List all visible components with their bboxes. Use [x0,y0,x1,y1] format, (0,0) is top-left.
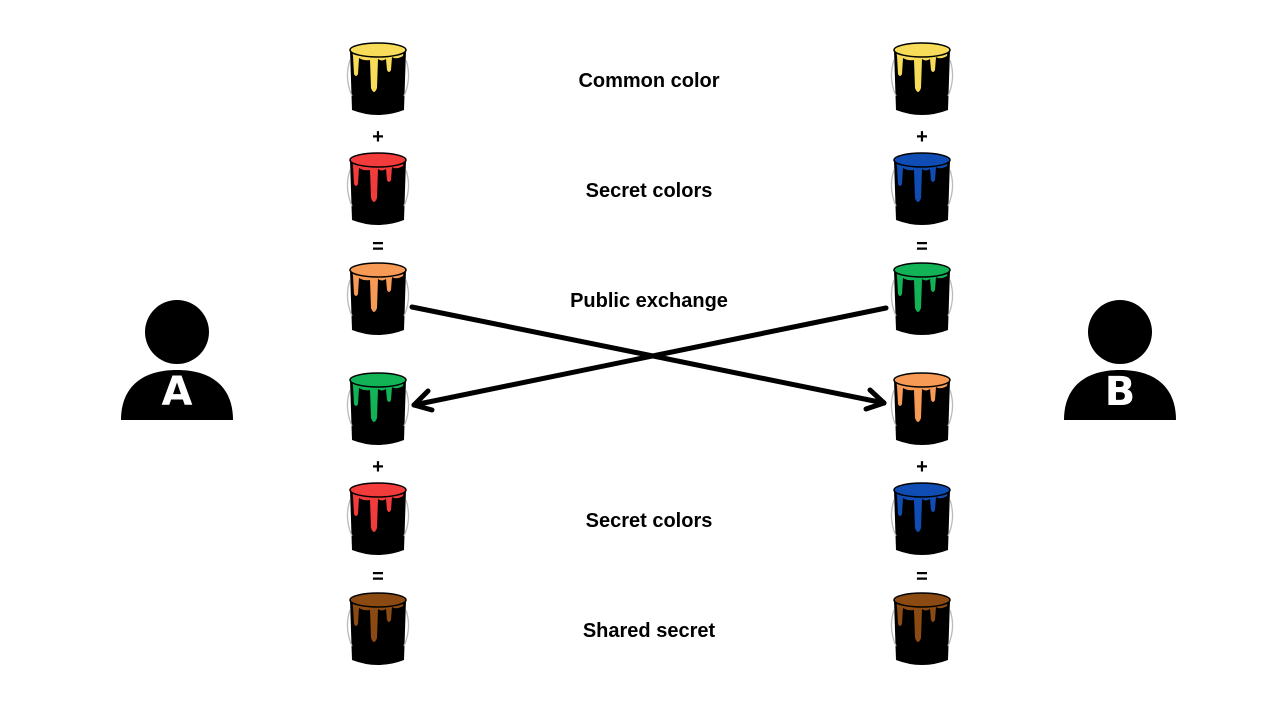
operator-a-equals-1: = [372,236,384,258]
operator-a-equals-2: = [372,566,384,588]
operator-b-plus-2: + [916,456,928,478]
bucket-b-1-icon [890,40,954,118]
bucket-a-4-icon [346,370,410,448]
label-public-exchange: Public exchange [570,290,728,312]
person-a-icon [121,300,233,420]
operator-b-plus-1: + [916,126,928,148]
bucket-b-2-icon [890,150,954,228]
operator-b-equals-1: = [916,236,928,258]
bucket-a-3-icon [346,260,410,338]
bucket-b-3-icon [890,260,954,338]
bucket-a-5-icon [346,480,410,558]
person-b-label: B [1104,369,1136,415]
label-secret-colors-2: Secret colors [585,510,713,532]
operator-a-plus-2: + [372,456,384,478]
bucket-b-4-icon [890,370,954,448]
bucket-b-5-icon [890,480,954,558]
bucket-b-6-icon [890,590,954,668]
label-shared-secret: Shared secret [582,620,716,642]
label-secret-colors-1: Secret colors [585,180,713,202]
operator-a-plus-1: + [372,126,384,148]
label-common-color: Common color [578,70,720,92]
bucket-a-1-icon [346,40,410,118]
bucket-a-6-icon [346,590,410,668]
person-a-label: A [161,369,193,415]
person-b-icon [1064,300,1176,420]
bucket-a-2-icon [346,150,410,228]
operator-b-equals-2: = [916,566,928,588]
arrow-b-to-a [411,305,889,413]
